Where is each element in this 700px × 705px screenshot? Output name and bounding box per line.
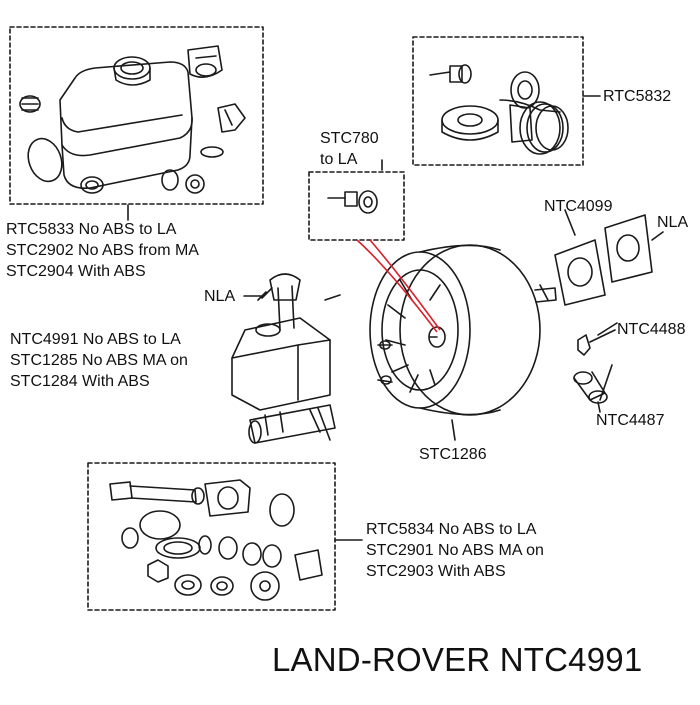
label-group-mid-left-line-3: STC1284 With ABS <box>10 373 150 390</box>
label-stc780: STC780 to LA <box>320 128 379 170</box>
label-ntc4488: NTC4488 <box>617 321 686 338</box>
label-group-top-left-line-1: RTC5833 No ABS to LA <box>6 221 177 238</box>
filter-ntc4487 <box>573 371 608 413</box>
label-group-bottom-line-2: STC2901 No ABS MA on <box>366 542 544 559</box>
leader-lines <box>127 204 664 441</box>
group-box-top-left <box>9 26 264 205</box>
label-group-mid-left-line-1: NTC4991 No ABS to LA <box>10 331 181 348</box>
label-stc780-line-2: to LA <box>320 151 358 168</box>
highlight-lines <box>356 239 441 333</box>
label-ntc4487: NTC4487 <box>596 412 665 429</box>
page-title: LAND-ROVER NTC4991 <box>272 641 643 678</box>
label-group-mid-left: NTC4991 No ABS to LA STC1285 No ABS MA o… <box>10 329 188 392</box>
label-group-top-left: RTC5833 No ABS to LA STC2902 No ABS from… <box>6 219 199 282</box>
stc780-valve <box>327 159 383 214</box>
label-group-bottom: RTC5834 No ABS to LA STC2901 No ABS MA o… <box>366 519 544 582</box>
label-group-top-left-line-2: STC2902 No ABS from MA <box>6 242 199 259</box>
label-nla-left: NLA <box>204 288 236 305</box>
booster-seal-kit <box>429 64 601 155</box>
repair-kit-bottom <box>109 479 363 601</box>
brake-booster <box>369 244 557 416</box>
label-group-top-left-line-3: STC2904 With ABS <box>6 263 146 280</box>
label-group-bottom-line-3: STC2903 With ABS <box>366 563 506 580</box>
reservoir-kit-top-left <box>19 45 246 194</box>
clip-ntc4488 <box>577 329 616 356</box>
gasket-ntc4099 <box>554 239 606 306</box>
label-stc1286: STC1286 <box>419 446 487 463</box>
group-box-stc780 <box>308 171 405 241</box>
label-ntc4099: NTC4099 <box>544 198 613 215</box>
group-box-top-right <box>412 36 584 166</box>
gasket-nla <box>604 214 653 283</box>
label-stc780-line-1: STC780 <box>320 130 379 147</box>
label-group-bottom-line-1: RTC5834 No ABS to LA <box>366 521 537 538</box>
label-rtc5832: RTC5832 <box>603 88 672 105</box>
label-nla-top: NLA <box>657 214 689 231</box>
label-group-mid-left-line-2: STC1285 No ABS MA on <box>10 352 188 369</box>
master-cylinder-assembly <box>231 273 341 444</box>
group-box-bottom <box>87 462 336 611</box>
